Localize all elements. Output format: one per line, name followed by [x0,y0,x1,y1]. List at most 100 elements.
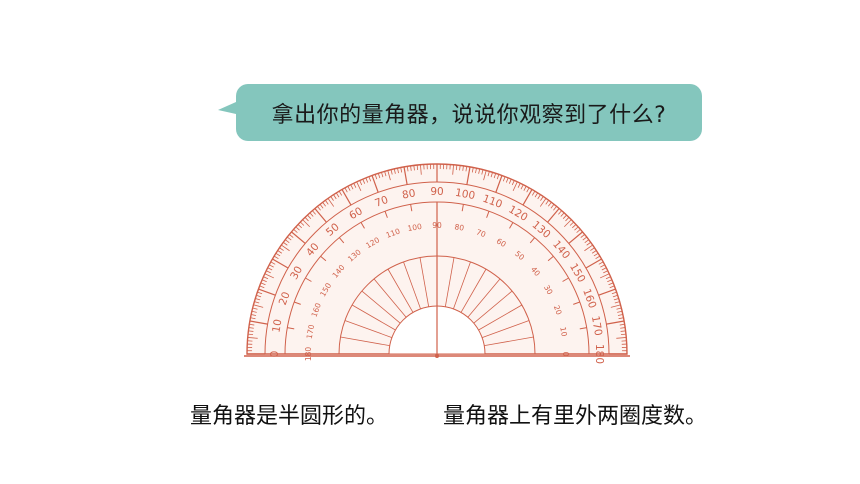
inner-scale-label: 0 [561,352,570,357]
degree-tick [252,307,258,310]
inner-scale-label: 90 [432,221,442,230]
degree-tick [558,210,562,215]
degree-tick [314,208,327,223]
degree-tick [387,170,391,181]
degree-tick [526,187,530,193]
degree-tick [487,171,490,177]
degree-tick [338,190,343,196]
radial-line [453,261,471,310]
degree-tick [523,186,527,191]
degree-tick [576,229,581,233]
degree-tick [495,175,503,193]
outer-scale-label: 70 [373,194,390,210]
degree-tick [353,183,357,188]
inner-scale-label: 80 [454,222,465,233]
degree-tick [613,298,619,301]
degree-tick [277,250,283,254]
degree-tick [585,258,602,269]
degree-tick [616,337,627,339]
degree-tick [582,236,587,241]
degree-tick [255,298,261,301]
degree-tick [300,221,305,226]
radial-line [467,278,501,318]
degree-tick [618,317,624,320]
degree-tick [251,310,257,313]
degree-tick [466,166,471,185]
degree-tick [297,224,302,229]
outer-scale-label: 180 [593,344,605,364]
inner-tick [573,301,581,305]
center-point [435,354,439,358]
degree-tick [264,273,275,279]
degree-tick [335,192,340,198]
degree-tick [285,239,290,243]
degree-tick [512,181,518,192]
inner-tick [509,222,514,229]
degree-tick [600,264,605,268]
degree-tick [609,285,615,289]
radial-line [478,304,523,331]
degree-tick [250,317,256,320]
degree-tick [283,241,288,246]
degree-tick [259,285,265,289]
inner-tick [293,301,301,305]
degree-tick [350,184,354,190]
degree-tick [511,180,515,186]
degree-tick [584,244,593,252]
degree-tick [416,164,419,171]
degree-tick [261,279,267,283]
degree-tick [249,323,255,326]
inner-tick [486,210,490,218]
degree-tick [309,212,314,217]
degree-tick [508,178,512,184]
degree-tick [384,171,387,177]
inner-tick [562,277,569,282]
radial-line [481,320,530,338]
degree-tick [599,273,610,279]
degree-tick [620,333,627,336]
degree-tick [291,231,306,244]
degree-tick [347,186,351,191]
degree-tick [496,174,500,180]
degree-tick [531,190,536,196]
inner-scale-label: 180 [304,347,313,362]
degree-tick [568,231,583,244]
inner-scale-label: 170 [305,324,316,340]
outer-scale-label: 100 [454,187,476,202]
radial-line [361,290,401,324]
degree-tick [397,168,399,174]
inner-tick [305,277,312,282]
degree-tick [374,174,378,180]
degree-tick [547,208,560,223]
degree-tick [302,219,311,228]
degree-tick [390,169,393,175]
degree-tick [595,255,601,260]
degree-tick [608,282,614,286]
degree-tick [272,258,289,269]
inner-scale-label: 100 [407,222,423,233]
degree-tick [562,214,567,219]
degree-tick [560,212,565,217]
degree-tick [550,204,555,209]
degree-tick [258,288,276,296]
speech-bubble: 拿出你的量角器，说说你观察到了什么? [236,84,702,141]
outer-scale-label: 170 [589,315,604,337]
degree-tick [517,183,521,188]
degree-tick [605,276,611,280]
degree-tick [493,173,497,179]
degree-tick [505,177,509,183]
degree-tick [247,333,254,336]
degree-tick [248,327,254,329]
degree-tick [478,168,481,174]
degree-tick [406,166,409,172]
degree-tick [452,164,454,175]
degree-tick [295,226,300,231]
outer-scale-label: 60 [347,205,365,222]
degree-tick [459,165,461,171]
degree-tick [603,270,608,274]
radial-line [460,268,487,313]
degree-tick [607,279,613,283]
outer-scale-label: 90 [430,186,443,198]
radial-line [344,320,393,338]
